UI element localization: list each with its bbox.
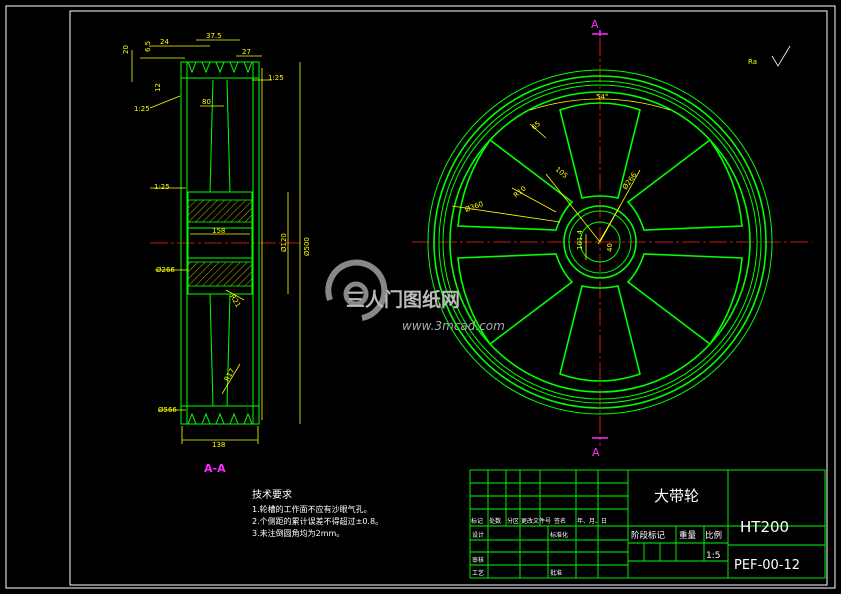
- dim-text: 37.5: [206, 32, 222, 40]
- rev-header: 处数: [489, 517, 501, 525]
- outer-frame: [5, 5, 836, 589]
- section-dimensions: 20 6.5 24 37.5 27 12 1:25 1:25 80 1:25 1…: [122, 32, 311, 449]
- scale-value: 1:5: [706, 551, 720, 561]
- tech-item: 2.个侧距的累计误差不得超过±0.8。: [252, 516, 383, 526]
- section-label: A-A: [204, 462, 226, 475]
- watermark-brand: 三人门图纸网: [346, 288, 460, 311]
- dim-text: 1:25: [134, 105, 150, 113]
- dim-text: 24: [160, 38, 169, 46]
- dim-text: 54°: [596, 93, 608, 101]
- inner-frame: [69, 10, 828, 586]
- roughness-symbol: Ra: [748, 45, 791, 67]
- row-label-review: 审核: [472, 556, 484, 564]
- rev-header: 分区: [507, 517, 519, 525]
- dim-text: 6.5: [144, 41, 152, 52]
- section-marks: A A: [591, 18, 608, 459]
- rev-header: 标记: [471, 517, 483, 525]
- dim-text: 20: [122, 45, 130, 54]
- rev-header: 更改文件号: [521, 517, 551, 525]
- stage-mark-header: 阶段标记: [631, 530, 666, 541]
- dim-text: 105: [554, 165, 569, 180]
- tech-title: 技术要求: [252, 488, 292, 501]
- dim-text: 80: [202, 98, 211, 106]
- section-view: [131, 39, 301, 444]
- weight-header: 重量: [679, 530, 697, 541]
- dim-text: Ø120: [280, 233, 288, 252]
- row-label-standardize: 标准化: [550, 531, 568, 539]
- drawing-number: PEF-00-12: [734, 558, 800, 573]
- row-label-process: 工艺: [472, 569, 484, 577]
- part-name: 大带轮: [654, 487, 699, 505]
- section-mark-top: A: [591, 18, 599, 31]
- front-view: [412, 38, 812, 446]
- tech-requirements: 技术要求 1.轮槽的工作面不应有沙眼气孔。 2.个侧距的累计误差不得超过±0.8…: [252, 488, 383, 538]
- rev-header: 年、月、日: [577, 517, 607, 525]
- row-label-approve: 批准: [550, 569, 562, 577]
- scale-header: 比例: [705, 530, 722, 541]
- row-label-design: 设计: [472, 531, 484, 539]
- dim-text: 65: [530, 120, 542, 132]
- watermark: 三人门图纸网 www.3mcad.com: [325, 259, 505, 333]
- watermark-url: www.3mcad.com: [402, 319, 505, 333]
- title-block-text: 大带轮 HT200 PEF-00-12 1:5 阶段标记 重量 比例 标记 处数…: [471, 487, 800, 577]
- dim-text: 101.4: [576, 229, 584, 250]
- dim-text: 1:25: [154, 183, 170, 191]
- dim-text: Ø566: [158, 406, 177, 414]
- material: HT200: [740, 518, 789, 536]
- dim-text: 158: [212, 227, 225, 235]
- roughness-text: Ra: [748, 58, 757, 66]
- dim-text: 12: [154, 83, 162, 92]
- rev-header: 签名: [554, 517, 566, 525]
- dim-text: Ø500: [303, 237, 311, 256]
- dim-text: R17: [223, 367, 237, 383]
- dim-text: 27: [242, 48, 251, 56]
- tech-item: 1.轮槽的工作面不应有沙眼气孔。: [252, 504, 372, 514]
- section-mark-bottom: A: [592, 446, 600, 459]
- dim-text: 138: [212, 441, 225, 449]
- dim-text: 1:25: [268, 74, 284, 82]
- dim-text: Ø360: [464, 200, 484, 214]
- tech-item: 3.未注倒圆角均为2mm。: [252, 528, 344, 538]
- dim-text: R10: [512, 185, 528, 200]
- dim-text: Ø266: [156, 266, 175, 274]
- dim-text: R21: [228, 293, 242, 309]
- dim-text: 40: [606, 243, 614, 252]
- title-block: [469, 469, 826, 579]
